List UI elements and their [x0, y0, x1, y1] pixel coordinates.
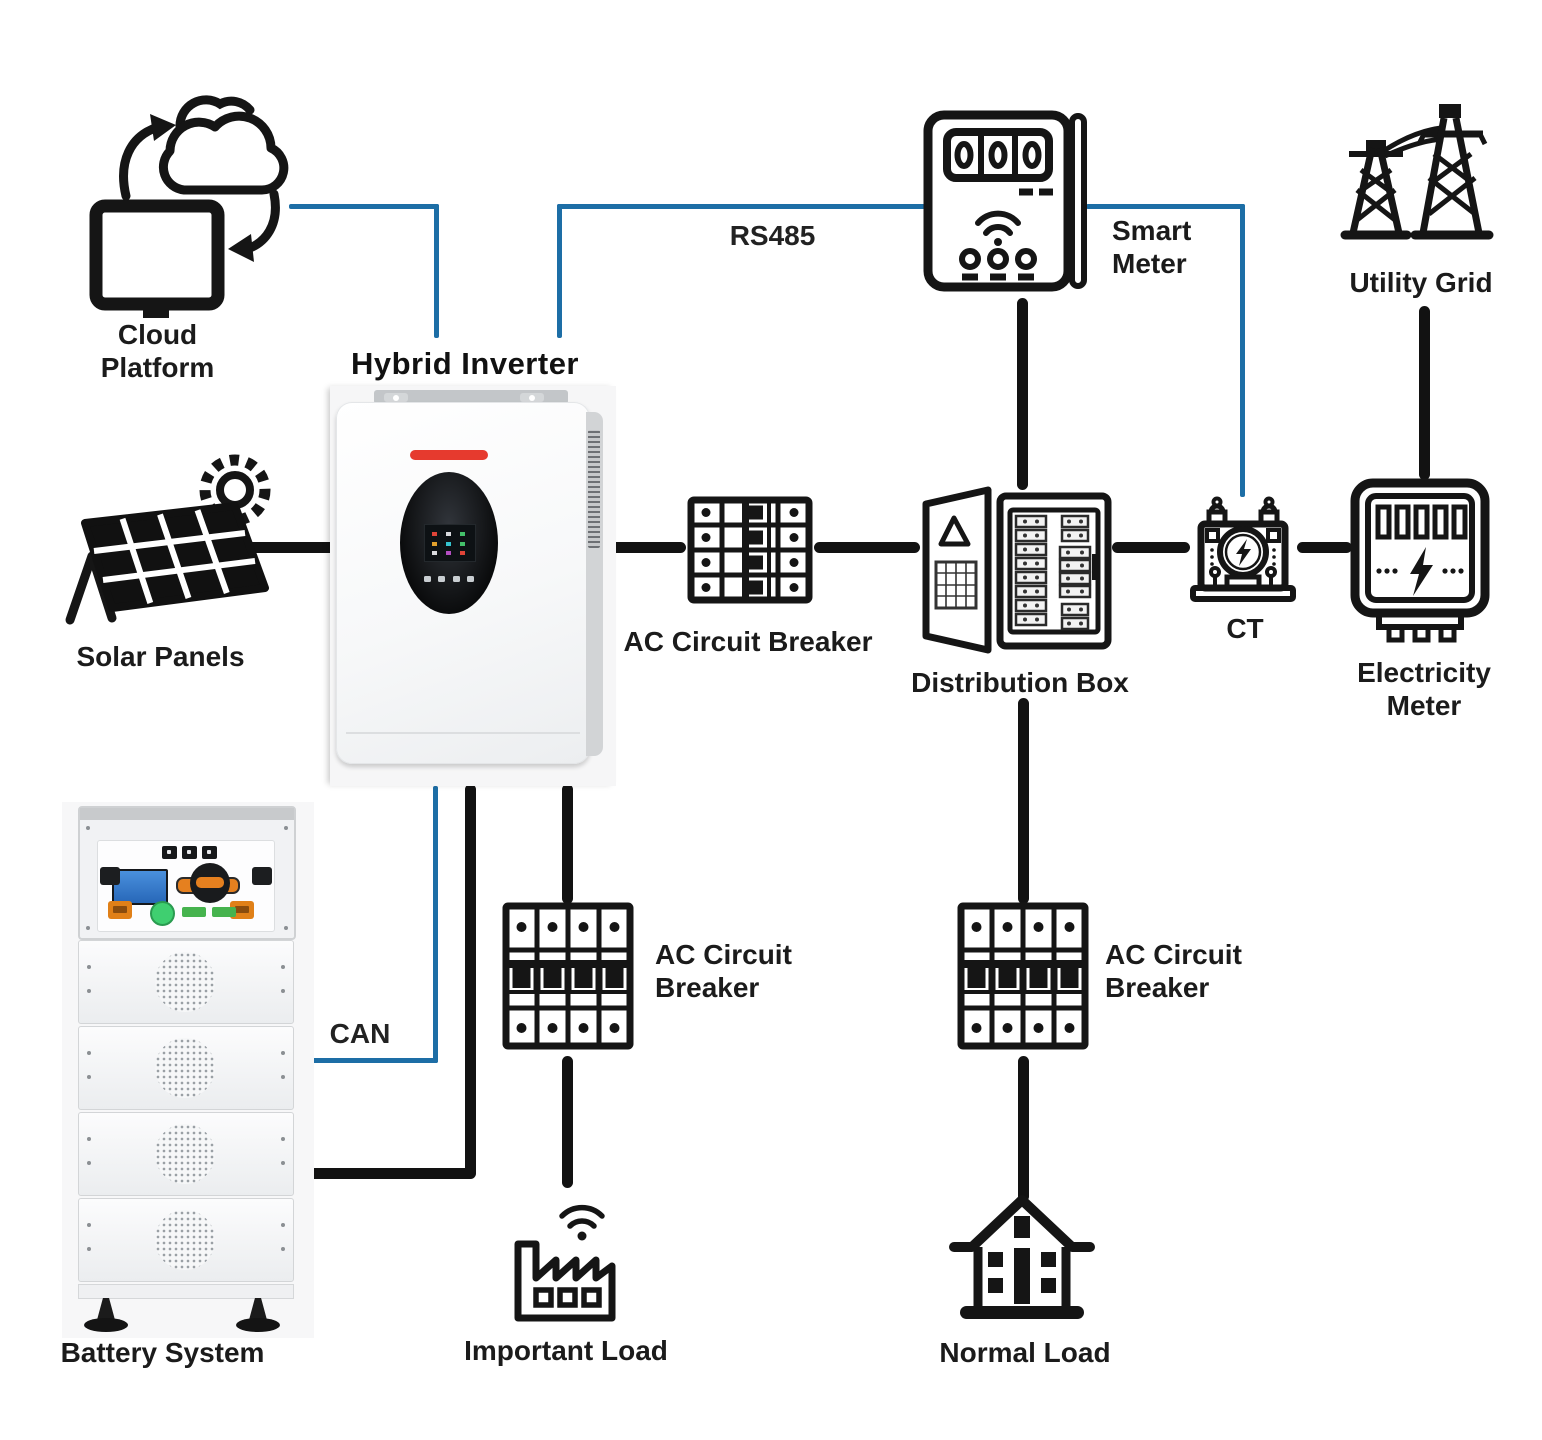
- battery-system-label: Battery System: [60, 1337, 265, 1368]
- battery-module: [78, 1026, 294, 1110]
- inverter-led-strip: [410, 450, 488, 460]
- line-can-v: [433, 786, 438, 1063]
- distribution-box-icon: [922, 486, 1112, 654]
- line-inverter-to-breaker-left: [562, 784, 573, 904]
- battery-terminal-2: [212, 907, 236, 917]
- rs485-label: RS485: [729, 220, 816, 251]
- line-can-h: [278, 1058, 438, 1063]
- battery-orange-connector-left: [108, 901, 132, 919]
- ac-breaker-main-icon: [687, 496, 813, 604]
- battery-buttons: [162, 846, 217, 859]
- battery-lcd-screen: [112, 869, 168, 905]
- ac-breaker-important-label: AC Circuit Breaker: [655, 939, 792, 1003]
- line-cloud-v: [434, 204, 439, 338]
- important-load-label: Important Load: [464, 1335, 668, 1366]
- inverter-display-panel: [400, 472, 498, 614]
- inverter-mounting-bracket: [374, 390, 568, 404]
- line-smartmeter-to-distbox: [1017, 298, 1028, 490]
- battery-module: [78, 1198, 294, 1282]
- inverter-seam: [346, 732, 580, 734]
- battery-connector-right: [252, 867, 272, 885]
- hybrid-inverter-label: Hybrid Inverter: [350, 346, 579, 381]
- ct-label: CT: [1226, 613, 1264, 644]
- inverter-mount-tab-right: [520, 393, 544, 402]
- line-breaker-to-factory: [562, 1056, 573, 1188]
- line-ct-to-meter: [1297, 542, 1352, 553]
- battery-orange-connector-right: [230, 901, 254, 919]
- line-inverter-to-breaker: [606, 542, 686, 553]
- line-solar-to-inverter: [238, 542, 340, 553]
- cloud-platform-icon: [89, 95, 289, 318]
- inverter-body: [336, 402, 590, 764]
- line-distbox-down: [1018, 698, 1029, 904]
- line-meter-to-ct-h: [1086, 204, 1245, 209]
- line-cloud-h: [289, 204, 439, 209]
- inverter-lcd-screen: [424, 524, 476, 562]
- battery-module: [78, 940, 294, 1024]
- line-breaker-to-distbox: [814, 542, 920, 553]
- utility-grid-icon: [1340, 104, 1494, 240]
- battery-vent: [155, 1210, 215, 1270]
- ac-breaker-normal-icon: [957, 902, 1089, 1050]
- battery-green-button: [150, 901, 175, 926]
- battery-plinth: [78, 1284, 294, 1299]
- line-rs485-v: [557, 204, 562, 338]
- important-load-icon: [514, 1204, 616, 1322]
- battery-vent: [155, 1038, 215, 1098]
- cloud-platform-label: Cloud Platform: [100, 319, 215, 383]
- battery-system-device: [70, 806, 306, 1338]
- electricity-meter-icon: [1350, 478, 1490, 643]
- battery-foot-left: [84, 1298, 128, 1336]
- ac-breaker-normal-label: AC Circuit Breaker: [1105, 939, 1242, 1003]
- inverter-mount-tab-left: [384, 393, 408, 402]
- smart-meter-label: Smart Meter: [1112, 215, 1192, 279]
- normal-load-label: Normal Load: [939, 1337, 1111, 1368]
- can-label: CAN: [329, 1018, 391, 1049]
- battery-connector-left: [100, 867, 120, 885]
- line-rs485-h: [557, 204, 925, 209]
- battery-top-rack: [78, 806, 296, 940]
- ac-breaker-main-label: AC Circuit Breaker: [623, 626, 873, 657]
- inverter-vent: [588, 430, 600, 548]
- battery-vent: [155, 1124, 215, 1184]
- hybrid-inverter-device: [336, 390, 606, 780]
- ac-breaker-important-icon: [502, 902, 634, 1050]
- battery-foot-right: [236, 1298, 280, 1336]
- line-inverter-to-battery-h: [278, 1168, 475, 1179]
- smart-meter-icon: [923, 110, 1087, 292]
- battery-rotary-switch: [190, 863, 230, 903]
- normal-load-icon: [949, 1195, 1095, 1319]
- battery-module: [78, 1112, 294, 1196]
- battery-control-panel: [97, 840, 275, 932]
- solar-panels-icon: [65, 454, 271, 625]
- ct-icon: [1190, 496, 1296, 602]
- line-meter-to-ct-v: [1240, 204, 1245, 497]
- electricity-meter-label: Electricity Meter: [1357, 657, 1491, 721]
- inverter-touch-buttons: [424, 576, 474, 582]
- battery-vent: [155, 952, 215, 1012]
- line-breaker-to-house: [1018, 1056, 1029, 1202]
- utility-grid-label: Utility Grid: [1349, 267, 1493, 298]
- battery-terminal-1: [182, 907, 206, 917]
- solar-panels-label: Solar Panels: [76, 641, 245, 672]
- line-distbox-to-ct: [1112, 542, 1190, 553]
- distribution-box-label: Distribution Box: [911, 667, 1129, 698]
- line-inverter-to-battery-v: [465, 784, 476, 1179]
- line-grid-to-meter: [1419, 306, 1430, 480]
- inverter-side-panel: [586, 412, 603, 756]
